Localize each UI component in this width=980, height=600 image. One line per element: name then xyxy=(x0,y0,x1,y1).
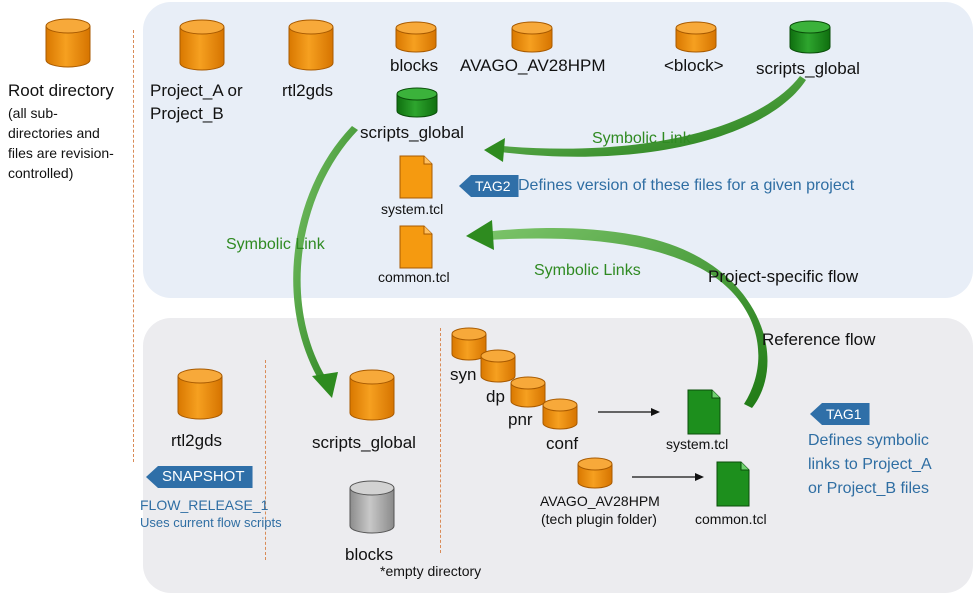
project-folder-icon xyxy=(179,19,225,71)
pnr-label: pnr xyxy=(508,410,533,429)
rtl2gds-bottom-label: rtl2gds xyxy=(171,431,223,450)
empty-directory-note: *empty directory xyxy=(380,563,482,579)
symbolic-link-left-label: Symbolic Link xyxy=(226,236,325,253)
tech-plugin-label: (tech plugin folder) xyxy=(541,511,657,527)
avago-top-label: AVAGO_AV28HPM xyxy=(460,56,606,75)
avago-bottom-label: AVAGO_AV28HPM xyxy=(540,493,660,509)
scripts-global-mid-folder-icon xyxy=(396,87,438,118)
root-directory-label: Root directory xyxy=(8,81,114,100)
system-tcl-bottom-label: system.tcl xyxy=(666,436,729,452)
avago-top-folder-icon xyxy=(511,21,553,53)
scripts-global-bottom-label: scripts_global xyxy=(312,433,416,452)
syn-label: syn xyxy=(450,365,477,384)
root-note-line-1: (all sub- xyxy=(8,105,58,121)
tag2-badge: TAG2 xyxy=(459,175,519,197)
root-note-line-4: controlled) xyxy=(8,165,74,181)
syn-folder-icon xyxy=(451,327,487,361)
root-divider xyxy=(133,30,134,462)
reference-flow-panel xyxy=(143,318,973,593)
symbolic-links-arrow xyxy=(466,220,768,408)
pnr-folder-icon xyxy=(510,376,546,408)
project-specific-flow-title: Project-specific flow xyxy=(708,267,859,286)
tag1-description-3: or Project_B files xyxy=(808,480,929,497)
blocks-bottom-label: blocks xyxy=(345,545,394,564)
rtl2gds-top-folder-icon xyxy=(288,19,334,71)
root-note-line-2: directories and xyxy=(8,125,100,141)
flow-release-label: FLOW_RELEASE_1 xyxy=(140,497,269,513)
common-tcl-bottom-label: common.tcl xyxy=(695,511,767,527)
system-tcl-bottom-file-icon xyxy=(687,389,721,435)
tag1-badge: TAG1 xyxy=(810,403,870,425)
scripts-global-right-folder-icon xyxy=(789,20,831,54)
bottom-divider-2 xyxy=(440,328,441,553)
scripts-global-right-label: scripts_global xyxy=(756,59,860,78)
scripts-global-bottom-folder-icon xyxy=(349,369,395,421)
bottom-divider-1 xyxy=(265,360,266,560)
common-tcl-top-label: common.tcl xyxy=(378,269,450,285)
reference-flow-title: Reference flow xyxy=(762,330,876,349)
symbolic-links-label: Symbolic Links xyxy=(534,262,641,279)
rtl2gds-bottom-folder-icon xyxy=(177,368,223,420)
avago-bottom-folder-icon xyxy=(577,457,613,489)
symbolic-link-left-arrow xyxy=(293,126,358,398)
project-ab-label-1: Project_A or xyxy=(150,81,243,100)
scripts-global-mid-label: scripts_global xyxy=(360,123,464,142)
system-tcl-top-file-icon xyxy=(399,155,433,199)
tag1-description-2: links to Project_A xyxy=(808,456,932,473)
conf-folder-icon xyxy=(542,398,578,430)
blocks-bottom-folder-icon xyxy=(349,480,395,534)
common-tcl-bottom-file-icon xyxy=(716,461,750,507)
uses-current-scripts-label: Uses current flow scripts xyxy=(140,515,282,530)
tag2-description: Defines version of these files for a giv… xyxy=(518,177,855,194)
common-tcl-top-file-icon xyxy=(399,225,433,269)
tag1-description-1: Defines symbolic xyxy=(808,432,929,449)
block-generic-label: <block> xyxy=(664,56,724,75)
block-generic-folder-icon xyxy=(675,21,717,53)
dp-label: dp xyxy=(486,387,505,406)
blocks-top-folder-icon xyxy=(395,21,437,53)
system-tcl-top-label: system.tcl xyxy=(381,201,444,217)
rtl2gds-top-label: rtl2gds xyxy=(282,81,334,100)
blocks-top-label: blocks xyxy=(390,56,439,75)
conf-label: conf xyxy=(546,434,579,453)
conf-to-system-arrow xyxy=(598,408,660,416)
symbolic-link-top-arrow xyxy=(484,76,806,162)
symbolic-link-top-label: Symbolic Link xyxy=(592,130,691,147)
root-directory-folder-icon xyxy=(45,18,91,68)
project-ab-label-2: Project_B xyxy=(150,104,224,123)
root-note-line-3: files are revision- xyxy=(8,145,114,161)
snapshot-badge: SNAPSHOT xyxy=(146,466,253,488)
dp-folder-icon xyxy=(480,349,516,383)
avago-to-common-arrow xyxy=(632,473,704,481)
